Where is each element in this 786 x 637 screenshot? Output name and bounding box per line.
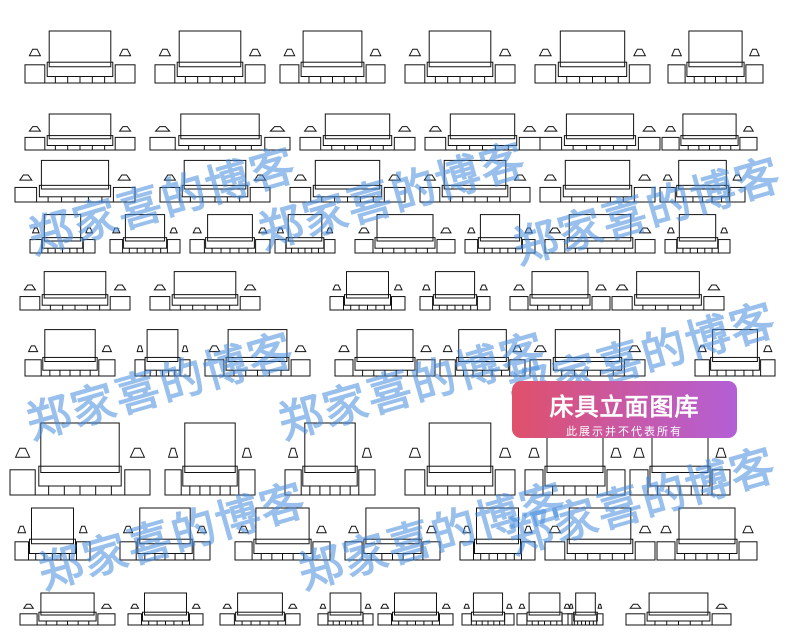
bed-elevation-drawing [119,507,211,561]
bed-elevation-drawing [109,214,181,254]
bed-elevation-drawing [664,214,731,254]
bed-elevation-drawing [234,507,331,561]
library-badge: 床具立面图库 此展示并不代表所有 [512,381,737,438]
bed-elevation-drawing [24,30,136,84]
bed-elevation-drawing [159,159,271,203]
bed-elevation-drawing [459,507,536,561]
bed-elevation-drawing [539,113,661,151]
bed-elevation-drawing [19,592,116,626]
bed-elevation-drawing [219,592,301,626]
bed-elevation-drawing [659,159,746,203]
bed-elevation-drawing [694,329,776,377]
bed-elevation-drawing [154,30,266,84]
bed-elevation-drawing [334,329,436,377]
bed-elevation-drawing [524,422,626,496]
bed-elevation-drawing [516,592,573,626]
bed-elevation-drawing [625,592,732,626]
bed-elevation-drawing [134,329,191,377]
bed-elevation-drawing [279,30,386,84]
bed-elevation-drawing [667,30,764,84]
bed-elevation-drawing [14,507,91,561]
bed-elevation-drawing [404,422,516,496]
bed-elevation-drawing [656,507,758,561]
bed-elevation-drawing [419,159,531,203]
bed-elevation-drawing [461,592,515,626]
bed-elevation-drawing [464,214,536,254]
bed-elevation-drawing [439,329,526,377]
bed-elevation-drawing [509,271,611,311]
bed-elevation-drawing [284,422,376,496]
bed-elevation-drawing [344,507,441,561]
bed-elevation-drawing [354,214,456,254]
bed-elevation-drawing [24,113,136,151]
bed-elevation-drawing [19,271,131,311]
bed-elevation-drawing [204,329,311,377]
bed-elevation-drawing [419,271,491,311]
bed-elevation-drawing [289,159,406,203]
bed-elevation-drawing [404,30,516,84]
bed-elevation-drawing [661,113,758,151]
bed-elevation-drawing [14,159,136,203]
bed-elevation-drawing [529,329,646,377]
bed-elevation-drawing [29,214,96,254]
bed-elevation-drawing [539,159,656,203]
bed-elevation-drawing [329,271,406,311]
bed-elevation-drawing [164,422,256,496]
bed-elevation-drawing [24,329,116,377]
bed-elevation-drawing [377,592,454,626]
bed-elevation-drawing [544,507,656,561]
bed-elevation-drawing [189,214,271,254]
bed-elevation-drawing [9,422,151,496]
bed-elevation-drawing [317,592,374,626]
bed-elevation-drawing [424,113,541,151]
bed-elevation-drawing [274,214,336,254]
bed-elevation-drawing [127,592,204,626]
bed-elevation-drawing [299,113,416,151]
badge-title: 床具立面图库 [549,393,700,421]
bed-elevation-drawing [534,30,651,84]
bed-elevation-drawing [544,214,656,254]
bed-elevation-drawing [611,271,725,311]
bed-elevation-drawing [149,113,291,151]
bed-elevation-drawing [567,592,604,626]
badge-subtitle: 此展示并不代表所有 [566,425,683,438]
bed-elevation-drawing [149,271,261,311]
